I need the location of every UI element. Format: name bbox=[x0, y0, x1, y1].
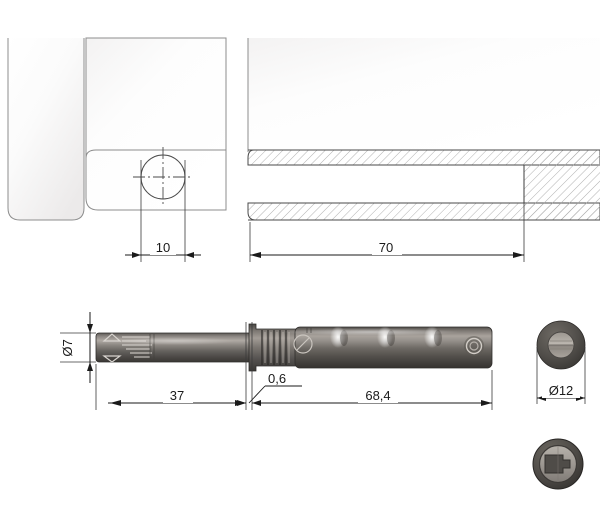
dimension-06-label: 0,6 bbox=[268, 371, 286, 386]
pin-head-marks bbox=[102, 333, 235, 362]
pin-collar bbox=[248, 323, 302, 372]
dimension-70-label: 70 bbox=[379, 240, 393, 255]
end-view-rear bbox=[532, 438, 584, 490]
dimension-10-label: 10 bbox=[156, 240, 170, 255]
end-view-front: Ø12 bbox=[536, 320, 586, 404]
pin-extension-lines bbox=[95, 322, 493, 410]
collar-ribs bbox=[261, 330, 290, 365]
pin-logo-mark bbox=[293, 334, 313, 354]
dimension-06: 0,6 bbox=[237, 371, 302, 406]
pin-body-details bbox=[280, 327, 484, 356]
dimension-10: 10 bbox=[125, 240, 201, 258]
dimension-37-label: 37 bbox=[170, 388, 184, 403]
top-section-view: 10 70 bbox=[7, 37, 600, 262]
dimension-70: 70 bbox=[250, 240, 524, 258]
dimension-d12-label: Ø12 bbox=[549, 383, 574, 398]
dimension-d7-label: Ø7 bbox=[60, 339, 75, 356]
door-panel-left bbox=[7, 38, 85, 221]
sectioned-body-view bbox=[247, 38, 600, 221]
pin-small-shaft bbox=[95, 332, 253, 363]
dimension-d7: Ø7 bbox=[60, 312, 96, 383]
pin-tip-boss bbox=[464, 336, 484, 356]
dimension-684-label: 68,4 bbox=[365, 388, 390, 403]
body-highlights bbox=[280, 327, 460, 348]
dimension-d12: Ø12 bbox=[537, 383, 585, 401]
dim-10-extension-lines bbox=[140, 160, 186, 262]
dimension-684: 68,4 bbox=[252, 388, 492, 406]
pin-side-elevation: Ø7 37 0,6 68, bbox=[60, 312, 493, 410]
dimension-37: 37 bbox=[108, 388, 246, 406]
door-panel-right bbox=[85, 37, 227, 211]
pin-main-body bbox=[280, 326, 493, 369]
